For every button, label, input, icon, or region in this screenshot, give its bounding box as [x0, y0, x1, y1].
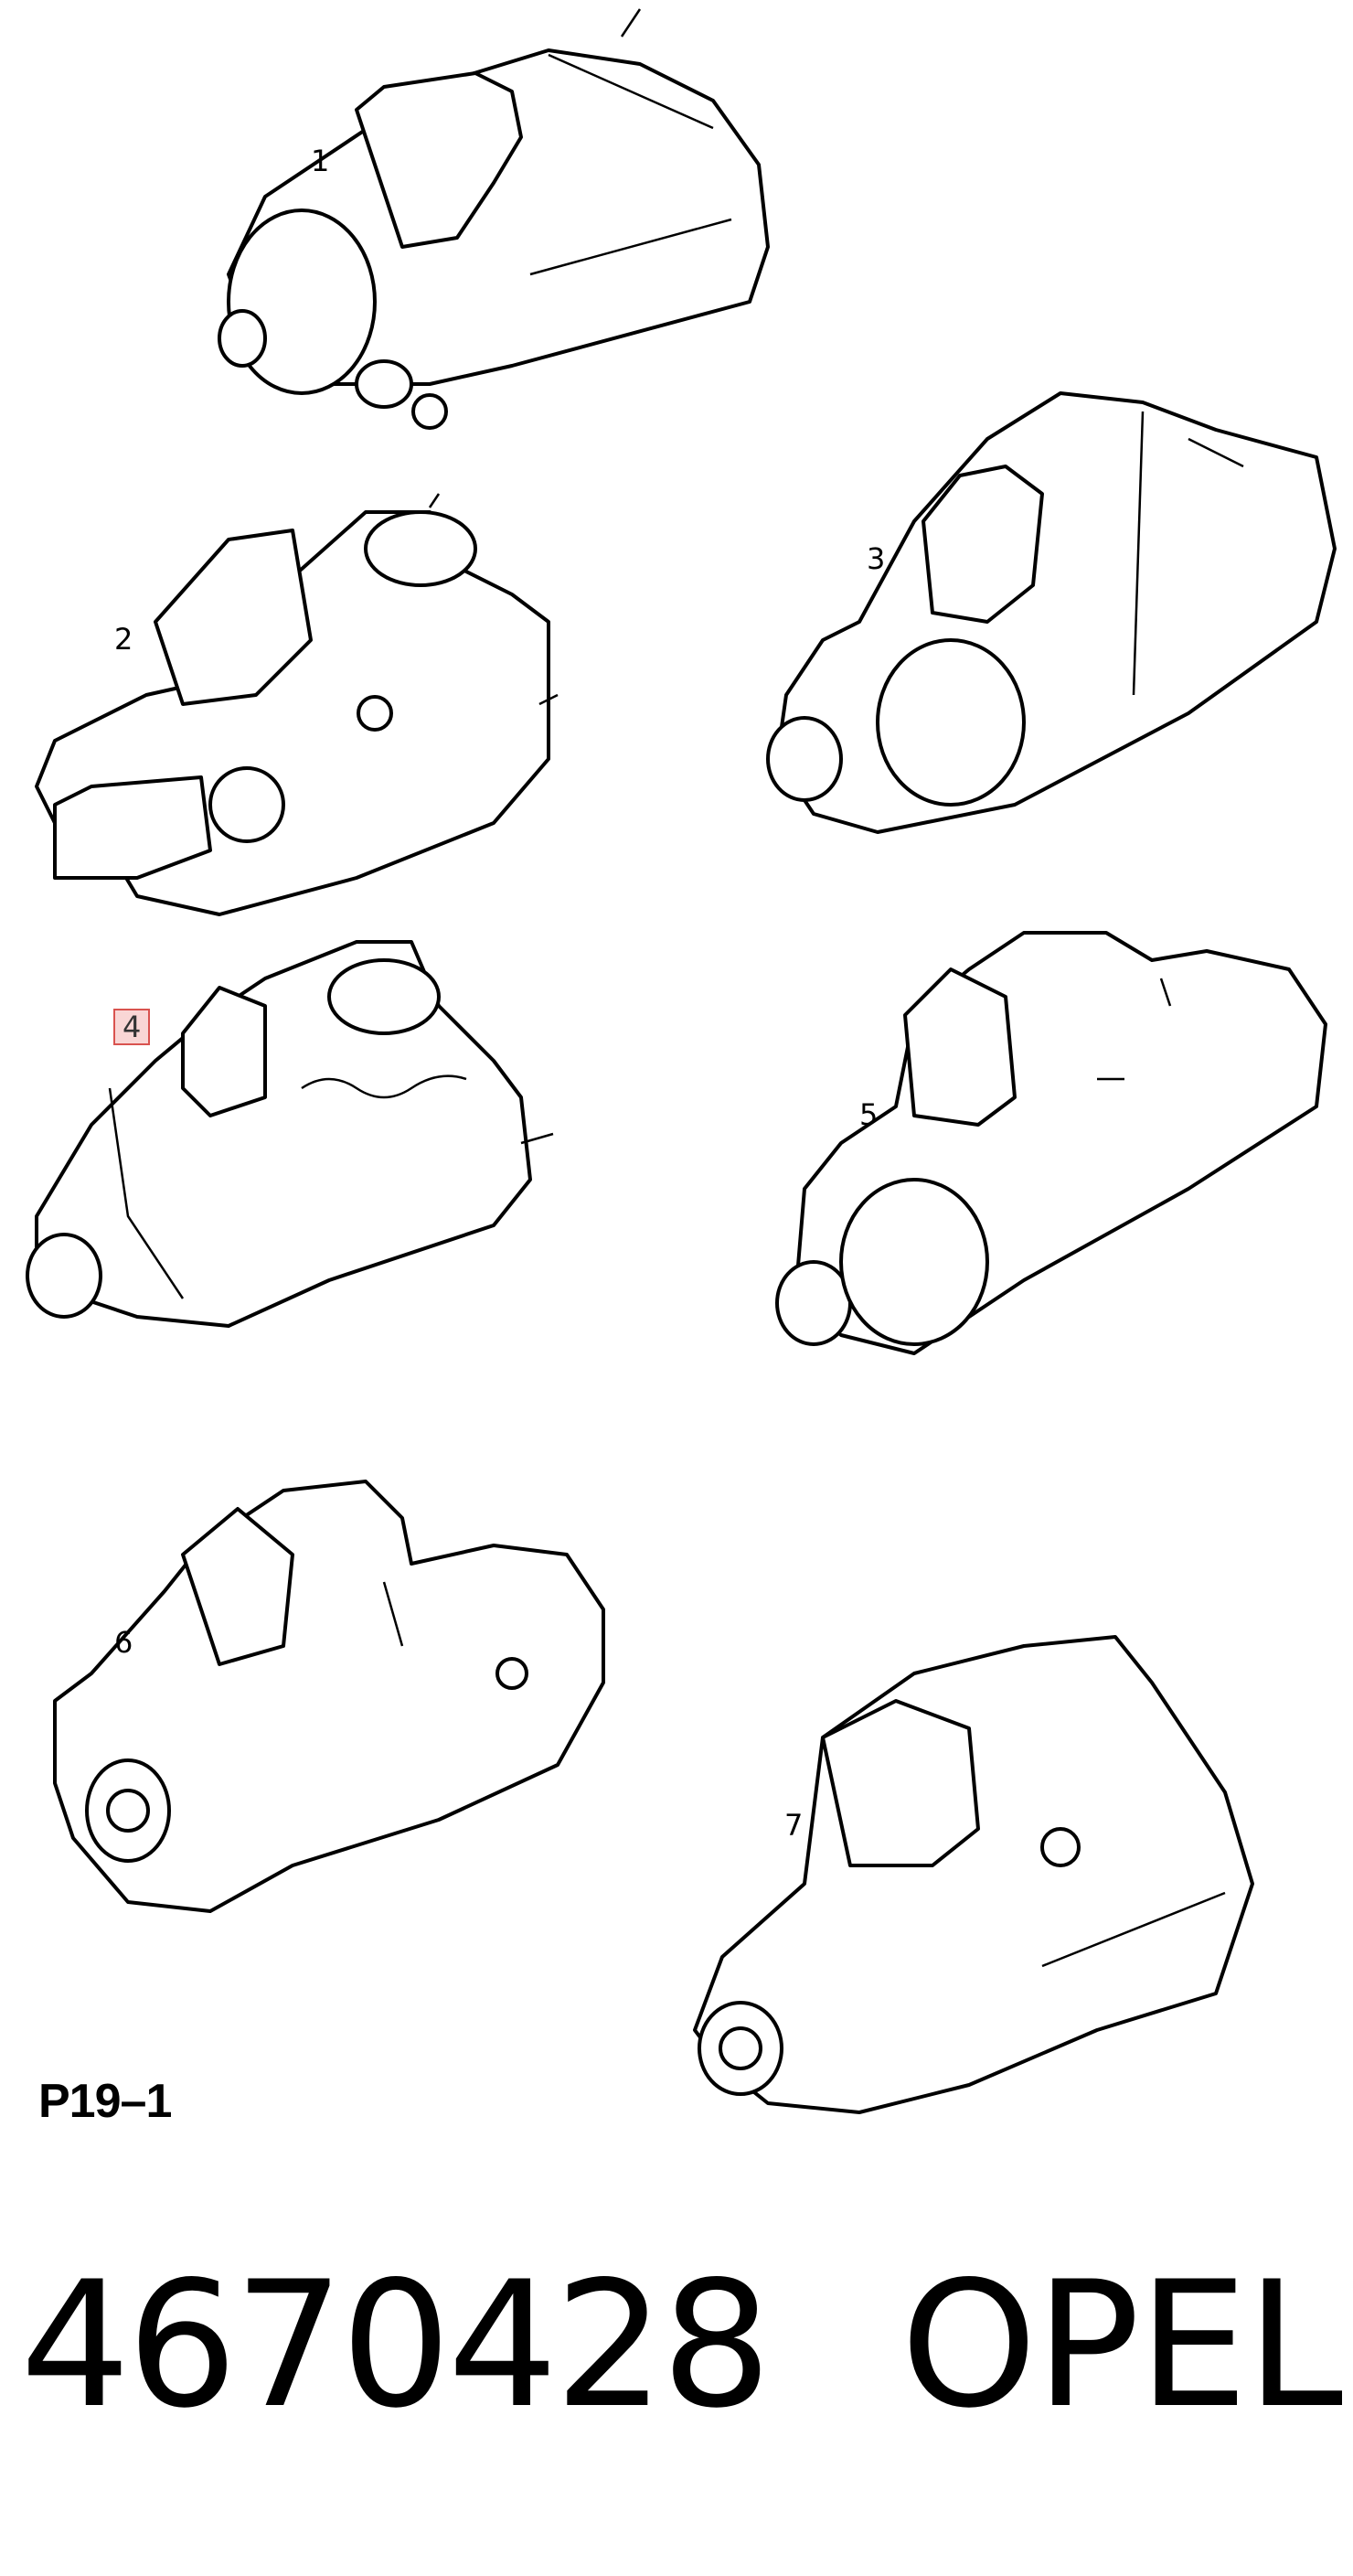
- starter-motor-7[interactable]: [693, 1635, 1254, 2114]
- starter-motor-5[interactable]: [775, 931, 1327, 1355]
- starter-motor-2[interactable]: [35, 493, 559, 916]
- starter-motor-6[interactable]: [53, 1480, 605, 1913]
- callout-1: 1: [311, 144, 330, 178]
- starter-motor-4[interactable]: [26, 940, 554, 1328]
- callout-6: 6: [114, 1625, 133, 1660]
- callout-3: 3: [867, 541, 886, 576]
- callout-7: 7: [784, 1808, 804, 1843]
- brand-name: OPEL: [900, 2244, 1343, 2446]
- diagram-code: P19–1: [38, 2075, 172, 2128]
- callout-2: 2: [114, 622, 133, 657]
- part-number: 4670428: [20, 2244, 772, 2446]
- callout-5: 5: [859, 1097, 879, 1132]
- starter-motor-1[interactable]: [218, 8, 770, 430]
- callout-4[interactable]: 4: [113, 1009, 151, 1045]
- starter-motor-3[interactable]: [766, 391, 1337, 834]
